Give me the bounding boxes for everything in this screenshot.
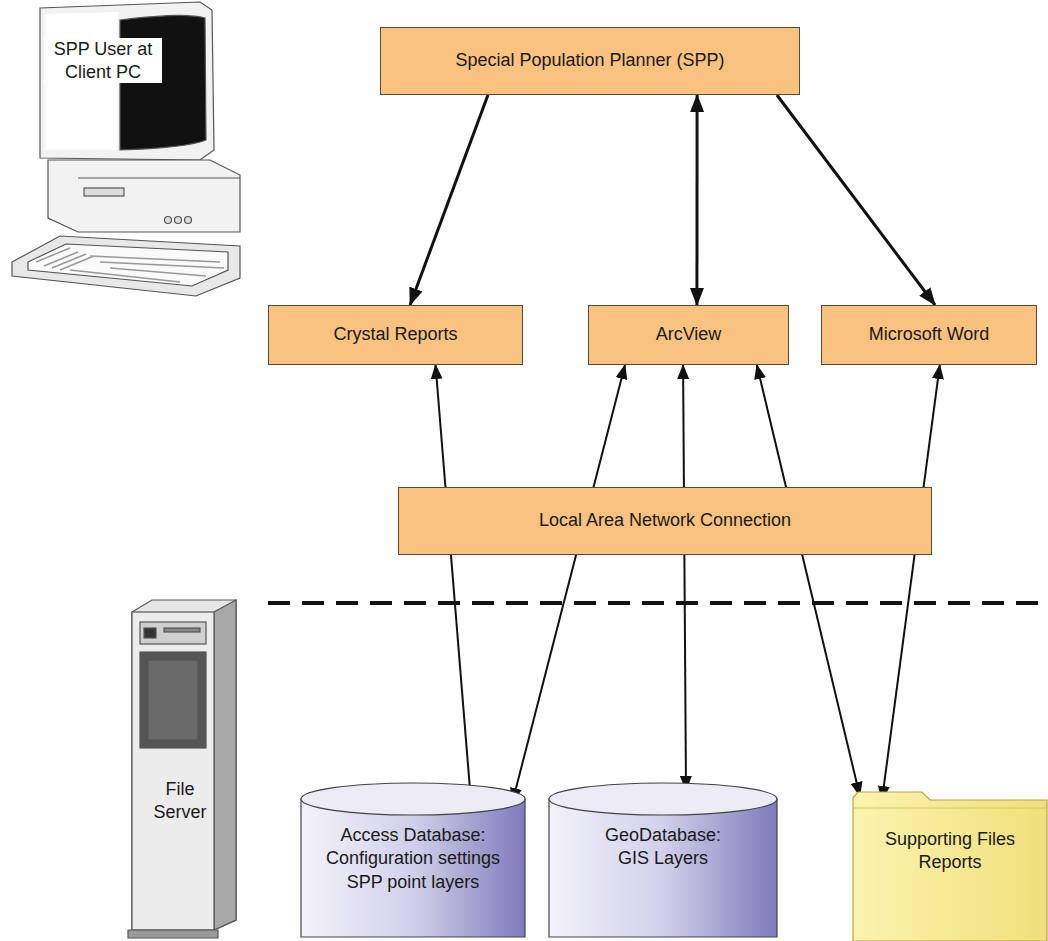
process-box: Crystal Reports	[268, 305, 523, 365]
cylinder-top	[549, 783, 777, 815]
node-text: Crystal Reports	[333, 323, 457, 346]
node-text: Configuration settings SPP point layers	[320, 847, 506, 894]
connector-arrow	[512, 365, 625, 802]
node-text: GeoDatabase:	[568, 824, 758, 847]
text-area: Access Database:Configuration settings S…	[300, 824, 526, 894]
device-label: SPP User at Client PC	[44, 38, 162, 83]
connector-arrow	[757, 365, 860, 796]
cylinder-top	[301, 783, 525, 815]
node-text: Access Database:	[320, 824, 506, 847]
database-cylinder: Access Database:Configuration settings S…	[300, 782, 526, 938]
cylinder-body	[549, 799, 777, 937]
process-box: Special Population Planner (SPP)	[380, 27, 800, 95]
folder-shape: Supporting FilesReports	[852, 790, 1048, 941]
text-area: GeoDatabase:GIS Layers	[548, 824, 778, 871]
file-server	[128, 600, 236, 938]
connector-arrow	[436, 365, 471, 800]
node-text: ArcView	[656, 323, 722, 346]
node-text: Supporting Files	[885, 828, 1015, 851]
node-text: Special Population Planner (SPP)	[455, 49, 724, 72]
connector-arrow	[882, 365, 940, 800]
client-pc	[12, 2, 240, 296]
connector-arrow	[777, 95, 935, 305]
separator-line	[268, 601, 1048, 605]
node-text: Local Area Network Connection	[539, 509, 791, 532]
database-cylinder: GeoDatabase:GIS Layers	[548, 782, 778, 938]
connector-arrow	[695, 95, 698, 305]
node-text: GIS Layers	[568, 847, 758, 870]
process-box: ArcView	[588, 305, 789, 365]
folder-fold	[853, 808, 1047, 809]
node-text: Microsoft Word	[869, 323, 990, 346]
network-box: Local Area Network Connection	[398, 487, 932, 555]
connector-arrow	[410, 95, 488, 305]
folder-body	[853, 792, 1047, 941]
cylinder-body	[301, 799, 525, 937]
connector-arrow	[683, 365, 686, 790]
text-area: Supporting FilesReports	[852, 828, 1048, 875]
process-box: Microsoft Word	[821, 305, 1037, 365]
node-text: Reports	[918, 851, 981, 874]
device-label: File Server	[150, 778, 210, 823]
